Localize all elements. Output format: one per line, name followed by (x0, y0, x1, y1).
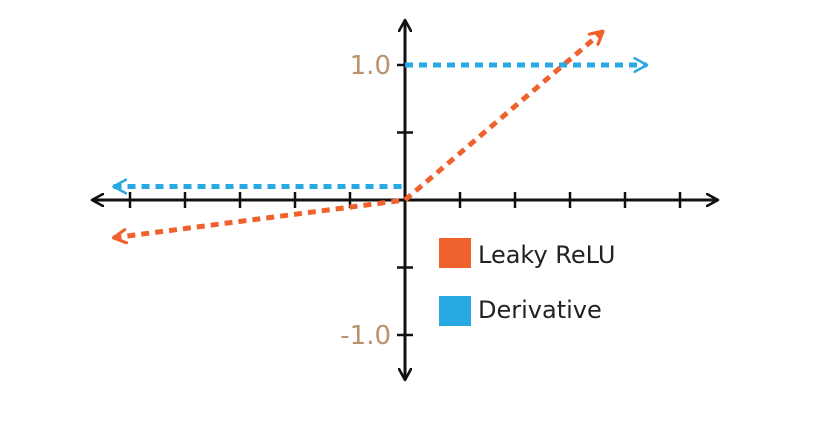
legend-swatch-leaky-relu (439, 238, 471, 268)
series-leaky-relu (114, 29, 605, 238)
legend: Leaky ReLU Derivative (439, 238, 615, 326)
series-layer (114, 29, 648, 238)
legend-label-derivative: Derivative (478, 296, 602, 324)
legend-swatch-derivative (439, 296, 471, 326)
axes (92, 20, 718, 380)
y-tick-label: 1.0 (350, 51, 391, 81)
legend-label-leaky-relu: Leaky ReLU (478, 241, 615, 269)
y-tick-labels: 1.0 -1.0 (340, 51, 391, 351)
y-tick-label: -1.0 (340, 321, 391, 351)
